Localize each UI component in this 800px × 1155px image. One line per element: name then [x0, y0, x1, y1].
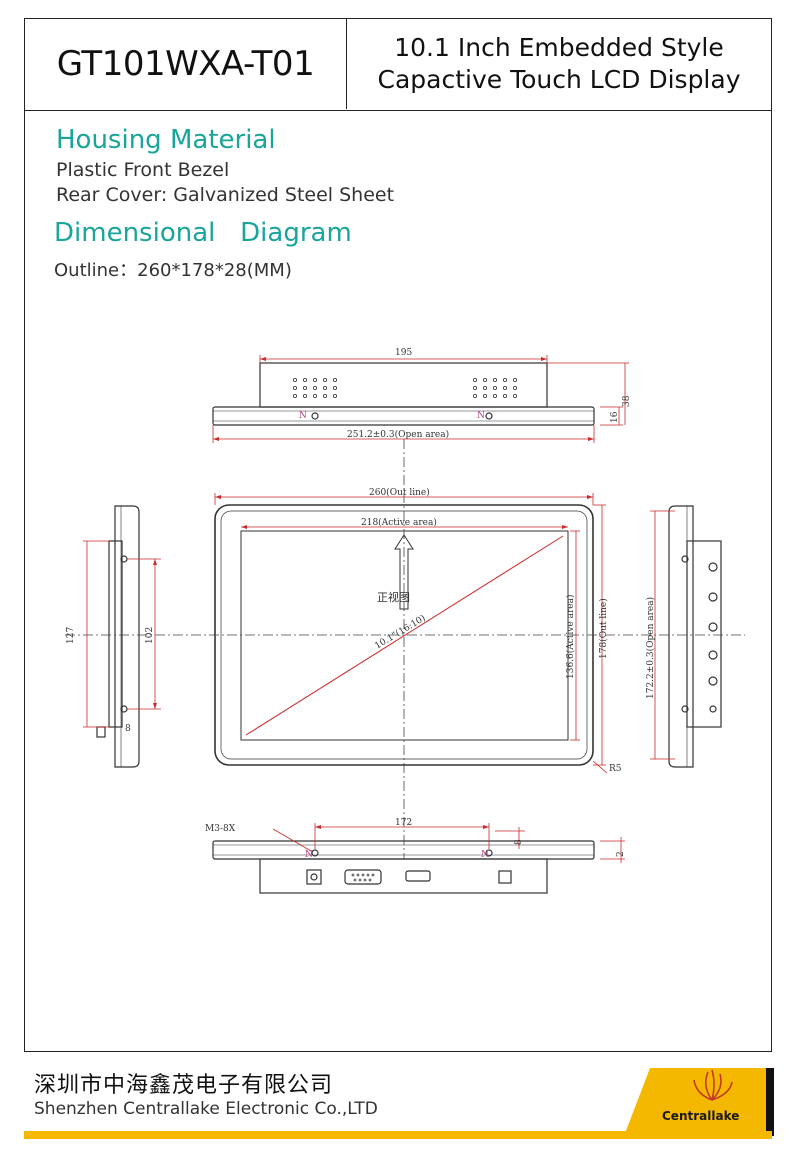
company-name-english: Shenzhen Centrallake Electronic Co.,LTD: [34, 1099, 378, 1119]
footer-bar: [24, 1131, 772, 1139]
front-view-label: 正视图: [377, 590, 410, 604]
spec-sheet: GT101WXA-T01 10.1 Inch Embedded Style Ca…: [24, 18, 772, 1052]
mount-n-bottom-right: N: [481, 850, 489, 860]
housing-line-2: Rear Cover: Galvanized Steel Sheet: [56, 184, 395, 206]
mount-n-top-right: N: [477, 411, 485, 421]
dim-diagonal: 10.1"(16:10): [373, 613, 428, 652]
dim-2: 2: [616, 851, 626, 857]
product-description: 10.1 Inch Embedded Style Capactive Touch…: [347, 19, 771, 109]
model-number: GT101WXA-T01: [25, 19, 347, 109]
dim-outline-height: 178(Out line): [598, 598, 609, 659]
dim-38: 38: [622, 395, 632, 407]
company-name-chinese: 深圳市中海鑫茂电子有限公司: [34, 1073, 334, 1098]
description-line-2: Capactive Touch LCD Display: [377, 65, 741, 94]
dim-172: 172: [395, 818, 412, 828]
dim-active-height: 136.6(Active area): [565, 595, 576, 679]
description-line-1: 10.1 Inch Embedded Style: [394, 33, 724, 62]
mount-n-top-left: N: [299, 411, 307, 421]
centrallake-logo: [624, 1068, 774, 1136]
dim-195: 195: [395, 348, 412, 358]
dim-102: 102: [145, 627, 155, 644]
dim-outline-width: 260(Out line): [369, 487, 430, 498]
dimensional-drawing: N N N N 195 251.2±0.3(Open area) 260(Out…: [65, 348, 745, 894]
dimensional-heading: Dimensional Diagram: [54, 218, 352, 248]
dim-16: 16: [610, 411, 620, 423]
dim-active-width: 218(Active area): [361, 517, 437, 528]
dim-open-height: 172.2±0.3(Open area): [645, 597, 656, 699]
outline-text: Outline：260*178*28(MM): [54, 260, 292, 281]
dim-8: 8: [125, 724, 131, 734]
title-header: GT101WXA-T01 10.1 Inch Embedded Style Ca…: [25, 19, 771, 111]
dim-open-width: 251.2±0.3(Open area): [347, 429, 449, 440]
housing-heading: Housing Material: [56, 125, 276, 155]
dim-8-bottom: 8: [514, 839, 524, 845]
dim-127: 127: [66, 627, 76, 644]
logo-text: Centrallake: [662, 1109, 740, 1123]
mount-n-bottom-left: N: [305, 850, 313, 860]
housing-line-1: Plastic Front Bezel: [56, 159, 230, 181]
screw-spec: M3-8X: [205, 824, 236, 834]
dim-radius: R5: [609, 764, 622, 774]
